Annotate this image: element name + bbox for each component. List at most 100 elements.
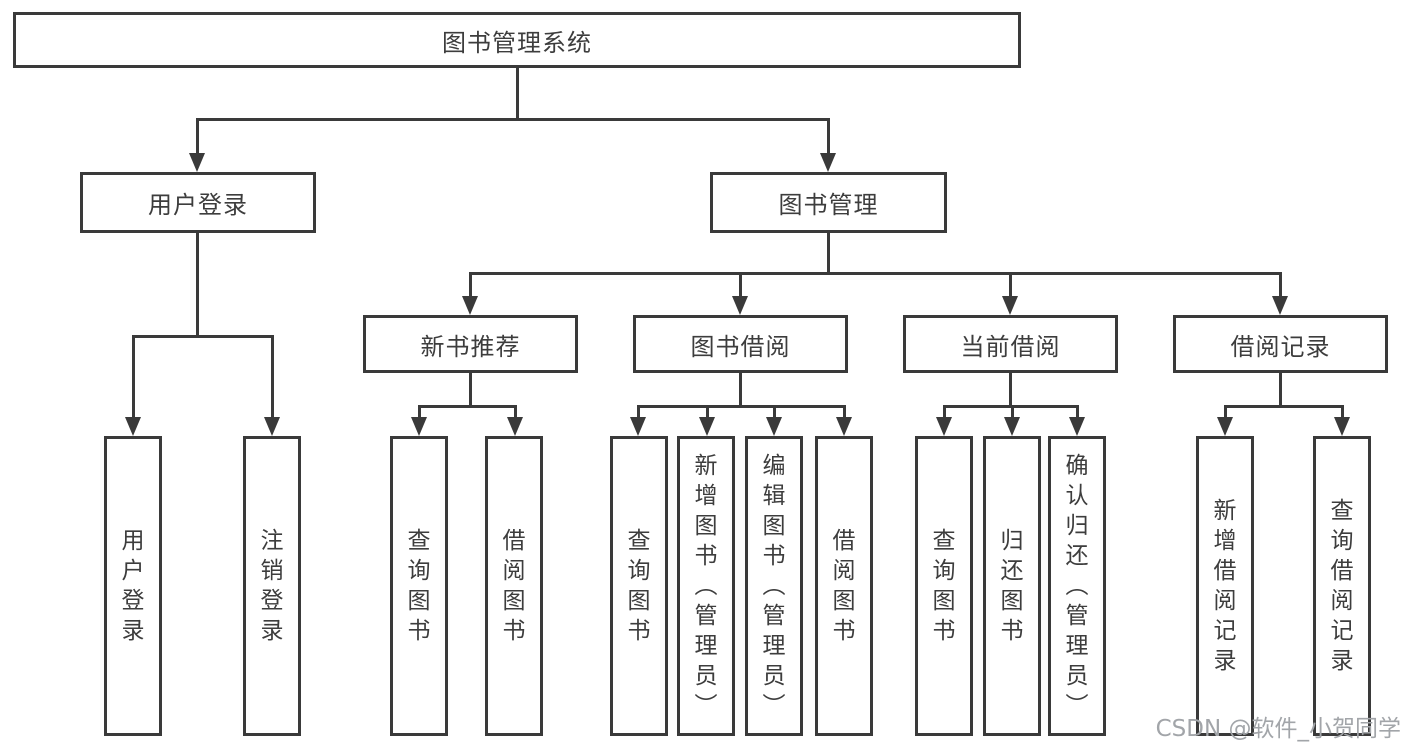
leaf-confirm-return-admin: 确认归还︵管理员︶: [1048, 436, 1106, 736]
leaf-query-book-borrow: 查询图书: [610, 436, 668, 736]
vertical-char: 员: [1065, 663, 1089, 689]
arrowhead-leaf: [766, 417, 782, 436]
leaf-add-borrow-record: 新增借阅记录: [1196, 436, 1254, 736]
vertical-char: 查: [1330, 498, 1354, 524]
vertical-char: 录: [121, 618, 145, 644]
arrowhead-borrow-record: [1272, 296, 1288, 315]
vertical-char: 书: [832, 618, 856, 644]
vertical-char: 图: [1000, 588, 1024, 614]
vertical-char: 询: [627, 558, 651, 584]
vertical-char: 阅: [1213, 588, 1237, 614]
vertical-char: ︶: [1065, 693, 1089, 719]
vertical-char: 理: [694, 633, 718, 659]
arrowhead-leaf: [936, 417, 952, 436]
leaf-query-borrow-record: 查询借阅记录: [1313, 436, 1371, 736]
vertical-char: 图: [762, 513, 786, 539]
vertical-char: 登: [121, 588, 145, 614]
connector-borrow-record-stub: [1279, 373, 1282, 407]
node-book-management: 图书管理: [710, 172, 947, 233]
vertical-char: ︵: [762, 573, 786, 599]
leaf-query-book-current: 查询图书: [915, 436, 973, 736]
connector-leaf-stub: [418, 405, 421, 418]
connector-new-book-hline: [418, 405, 517, 408]
vertical-char: 阅: [832, 558, 856, 584]
vertical-char: ︶: [762, 693, 786, 719]
leaf-query-book-recommend: 查询图书: [390, 436, 448, 736]
connector-book-mgmt-hline: [469, 272, 1282, 275]
vertical-char: 借: [832, 528, 856, 554]
vertical-char: 注: [260, 528, 284, 554]
leaf-user-login: 用户登录: [104, 436, 162, 736]
node-new-book-recommend-label: 新书推荐: [420, 332, 521, 361]
vertical-char: 新: [694, 453, 718, 479]
vertical-char: ︵: [1065, 573, 1089, 599]
vertical-char: 记: [1330, 618, 1354, 644]
node-borrow-record: 借阅记录: [1173, 315, 1388, 373]
arrowhead-leaf: [1004, 417, 1020, 436]
node-user-login-label: 用户登录: [148, 191, 248, 219]
connector-to-leaf-logout: [271, 335, 274, 419]
node-current-borrow: 当前借阅: [903, 315, 1118, 373]
vertical-char: 管: [762, 603, 786, 629]
connector-borrow-record-hline: [1224, 405, 1344, 408]
leaf-logout: 注销登录: [243, 436, 301, 736]
arrowhead-leaf-login: [125, 417, 141, 436]
leaf-edit-book-admin: 编辑图书︵管理员︶: [745, 436, 803, 736]
vertical-char: 图: [932, 588, 956, 614]
connector-to-leaf-login: [132, 335, 135, 419]
connector-leaf-stub: [773, 405, 776, 418]
node-root-label: 图书管理系统: [442, 28, 592, 57]
vertical-char: 阅: [502, 558, 526, 584]
vertical-char: 确: [1065, 453, 1089, 479]
leaf-borrow-book: 借阅图书: [815, 436, 873, 736]
arrowhead-leaf: [699, 417, 715, 436]
vertical-char: 员: [762, 663, 786, 689]
vertical-char: 录: [260, 618, 284, 644]
node-user-login: 用户登录: [80, 172, 316, 233]
vertical-char: 书: [1000, 618, 1024, 644]
vertical-char: 编: [762, 453, 786, 479]
vertical-char: 借: [502, 528, 526, 554]
vertical-char: ︶: [694, 693, 718, 719]
vertical-char: 录: [1330, 648, 1354, 674]
vertical-char: 查: [407, 528, 431, 554]
vertical-char: 询: [932, 558, 956, 584]
vertical-char: 书: [762, 543, 786, 569]
vertical-char: 图: [627, 588, 651, 614]
connector-leaf-stub: [1076, 405, 1079, 418]
connector-leaf-stub: [843, 405, 846, 418]
vertical-char: 理: [762, 633, 786, 659]
vertical-char: 询: [1330, 528, 1354, 554]
arrowhead-book-borrow: [732, 296, 748, 315]
vertical-char: 图: [407, 588, 431, 614]
csdn-watermark: CSDN @软件_小贺同学: [1155, 716, 1401, 742]
connector-book-borrow-hline: [637, 405, 846, 408]
connector-to-borrow-record: [1279, 272, 1282, 298]
connector-to-user-login: [196, 118, 199, 156]
connector-book-mgmt-stub: [827, 233, 830, 274]
vertical-char: 增: [1213, 528, 1237, 554]
connector-leaf-stub: [706, 405, 709, 418]
connector-leaf-stub: [1011, 405, 1014, 418]
arrowhead-leaf: [507, 417, 523, 436]
connector-leaf-stub: [1224, 405, 1227, 418]
arrowhead-leaf: [1217, 417, 1233, 436]
vertical-char: 书: [627, 618, 651, 644]
vertical-char: 还: [1000, 558, 1024, 584]
vertical-char: 销: [260, 558, 284, 584]
node-book-management-label: 图书管理: [778, 191, 879, 219]
vertical-char: 理: [1065, 633, 1089, 659]
vertical-char: 书: [502, 618, 526, 644]
arrowhead-new-book: [462, 296, 478, 315]
connector-user-login-hline: [132, 335, 274, 338]
vertical-char: 书: [694, 543, 718, 569]
leaf-return-book: 归还图书: [983, 436, 1041, 736]
arrowhead-leaf: [1069, 417, 1085, 436]
vertical-char: 图: [832, 588, 856, 614]
arrowhead-leaf: [630, 417, 646, 436]
connector-to-book-mgmt: [827, 118, 830, 156]
vertical-char: 员: [694, 663, 718, 689]
connector-current-borrow-stub: [1009, 373, 1012, 407]
vertical-char: 新: [1213, 498, 1237, 524]
